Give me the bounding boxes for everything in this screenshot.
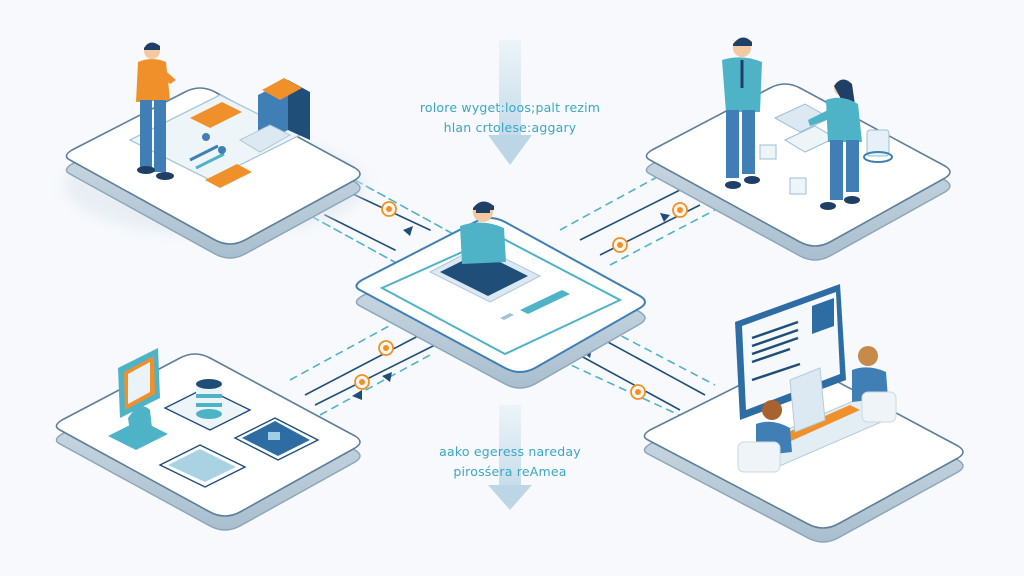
top-flow-label-line-1: rolore wyget:loos;palt rezim [419,100,601,115]
database-icon [196,379,222,419]
platform-top-right [645,37,951,261]
top-flow-label-line-2: hlan crtolese:aggary [443,120,577,135]
bottom-flow-label-line-1: aako egeress nareday [439,444,581,459]
platform-center [355,201,646,389]
refresh-badge-icon [354,374,370,390]
badges [354,201,688,400]
top-down-arrow-icon [488,40,532,165]
person-seated-right-icon [852,346,897,423]
platform-bottom-left [55,348,361,531]
heart-badge-icon [381,201,397,217]
person-man-tie-icon [722,37,762,189]
circle-badge-icon [378,340,394,356]
platform-bottom-right [643,284,964,543]
key-badge-icon [630,384,646,400]
bottom-flow-label-line-2: pirosśera reAmea [453,464,567,479]
flame-badge-icon [672,202,688,218]
person-seated-left-icon [737,400,792,473]
platform-top-left [65,42,365,259]
bottom-down-arrow-icon [488,405,532,510]
chart-card-icon [158,444,247,488]
connector-bottom-right [559,329,716,421]
lock-badge-icon [612,237,628,253]
person-center-glasses-icon [460,201,506,264]
connector-bottom-left [289,319,436,416]
document-card-icon [233,417,320,461]
monitor-icon [108,348,168,450]
top-flow-label: rolore wyget:loos;palt rezim hlan crtole… [390,98,630,138]
bottom-flow-label: aako egeress nareday pirosśera reAmea [390,442,630,482]
person-woman-icon [808,79,862,210]
person-orange-sweater-icon [136,42,176,180]
